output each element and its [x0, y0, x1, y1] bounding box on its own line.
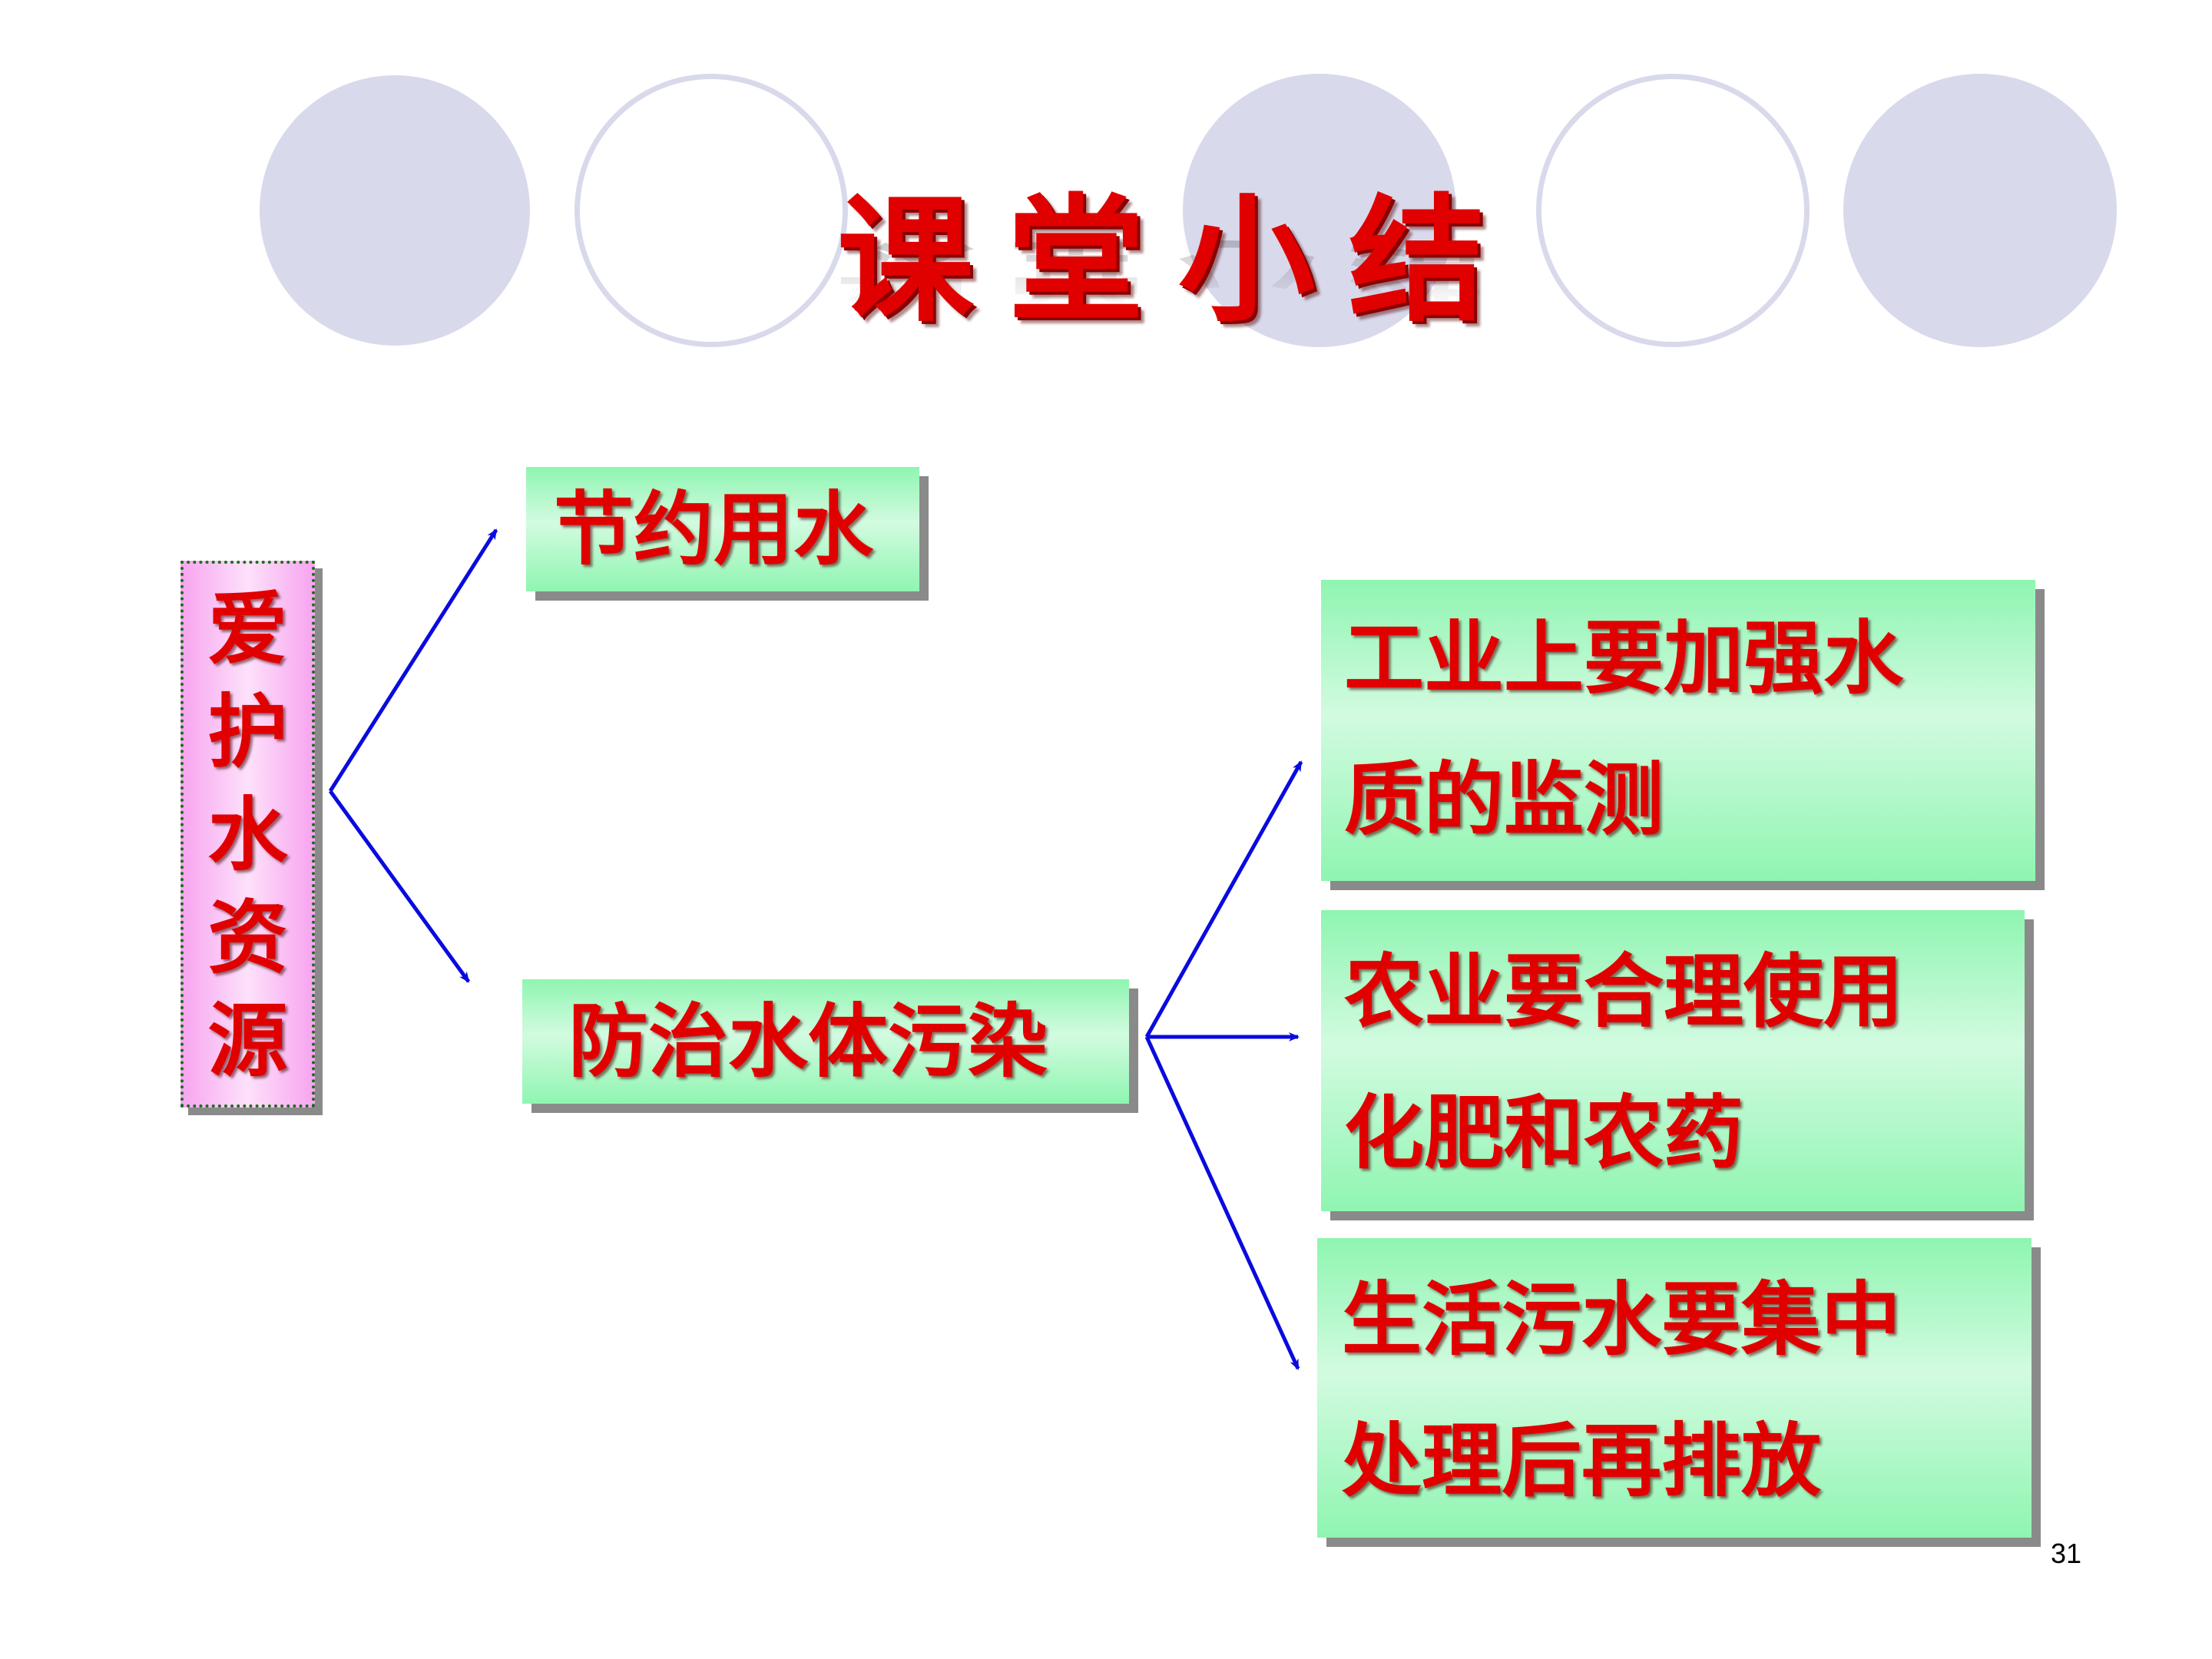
measure-agriculture-line-2: 化肥和农药: [1344, 1086, 1744, 1180]
arrow-root-to-save: [328, 528, 498, 793]
root-char-2: 护: [207, 685, 288, 779]
decorative-circle-2: [575, 74, 848, 347]
arrow-prevent-to-industry: [1144, 760, 1303, 1038]
arrow-prevent-to-domestic: [1144, 1035, 1300, 1370]
root-char-4: 资: [207, 891, 288, 985]
branch-prevent-pollution: 防治水体污染: [522, 979, 1129, 1104]
title-block: 课堂小结 课堂小结: [837, 181, 1519, 384]
decorative-circle-5: [1843, 74, 2117, 347]
measure-domestic-line-2: 处理后再排放: [1342, 1414, 1822, 1508]
root-char-3: 水: [207, 788, 288, 882]
measure-industry: 工业上要加强水 质的监测: [1321, 580, 2035, 881]
measure-agriculture-line-1: 农业要合理使用: [1344, 945, 1904, 1038]
root-node-protect-water: 爱 护 水 资 源: [180, 561, 315, 1108]
slide-number: 31: [2051, 1538, 2082, 1569]
branch-save-water: 节约用水: [526, 467, 919, 591]
decorative-circle-3: [1183, 74, 1456, 347]
decorative-circle-1: [260, 75, 530, 346]
root-char-1: 爱: [207, 582, 288, 676]
branch-prevent-pollution-label: 防治水体污染: [568, 995, 1048, 1088]
branch-save-water-label: 节约用水: [554, 482, 874, 576]
measure-industry-line-1: 工业上要加强水: [1344, 611, 1904, 705]
decorative-circle-4: [1536, 74, 1810, 347]
measure-domestic: 生活污水要集中 处理后再排放: [1317, 1238, 2032, 1538]
measure-industry-line-2: 质的监测: [1344, 753, 1664, 846]
root-char-5: 源: [207, 994, 288, 1088]
arrow-root-to-prevent: [328, 790, 471, 983]
measure-agriculture: 农业要合理使用 化肥和农药: [1321, 910, 2025, 1211]
measure-domestic-line-1: 生活污水要集中: [1342, 1273, 1902, 1366]
slide-title: 课堂小结: [837, 181, 1519, 340]
